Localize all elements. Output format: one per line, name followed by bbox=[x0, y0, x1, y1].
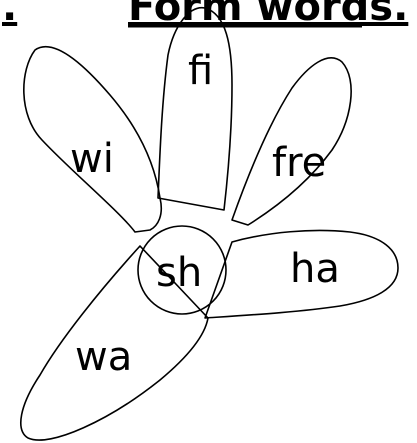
petal-fi-shape bbox=[158, 8, 232, 210]
petal-label-wa: wa bbox=[75, 334, 132, 380]
petal-label-fre: fre bbox=[272, 140, 326, 186]
petal-label-wi: wi bbox=[70, 136, 114, 182]
title-bullet: . bbox=[2, 0, 17, 30]
center-label: sh bbox=[156, 250, 202, 296]
petal-label-ha: ha bbox=[290, 246, 340, 292]
petal-label-fi: fi bbox=[188, 48, 213, 94]
title: . Form words. bbox=[2, 0, 408, 30]
